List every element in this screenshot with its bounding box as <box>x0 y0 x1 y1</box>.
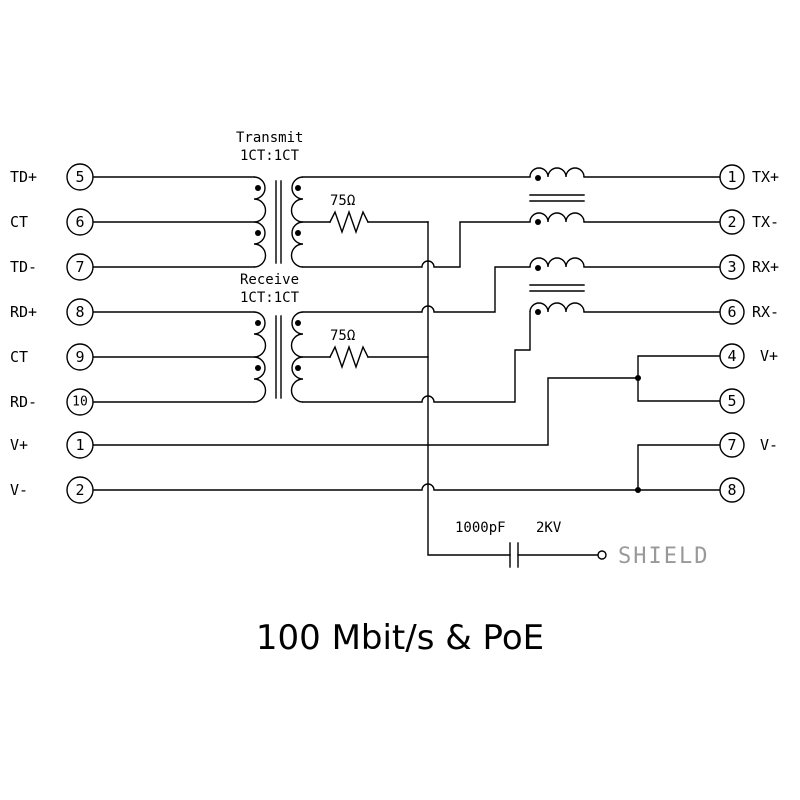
left-pin-circle <box>66 298 94 326</box>
diagram-caption: 100 Mbit/s & PoE <box>255 618 545 658</box>
left-pin-signal: TD+ <box>10 168 37 186</box>
left-pin-circle <box>66 388 94 416</box>
receive-ratio: 1CT:1CT <box>240 290 300 306</box>
right-pin-signal: RX- <box>752 303 779 321</box>
right-pin-circle <box>719 209 745 235</box>
receive-label: Receive <box>240 272 299 288</box>
right-pin-number: 6 <box>727 303 736 321</box>
capacitor-voltage: 2KV <box>536 520 562 536</box>
left-pin-circle <box>66 476 94 504</box>
left-pin-number: 8 <box>75 303 84 321</box>
right-pin-tx-plus: 1 TX+ <box>719 164 779 190</box>
shield-label: SHIELD <box>618 544 709 569</box>
right-pin-signal: TX+ <box>752 168 779 186</box>
transmit-transformer <box>253 176 304 268</box>
left-pin-number: 6 <box>75 213 84 231</box>
right-pin-5: 5 <box>719 388 745 414</box>
left-pin-signal: TD- <box>10 258 37 276</box>
right-pin-tx-minus: 2 TX- <box>719 209 779 235</box>
right-pin-circle <box>719 388 745 414</box>
right-pin-v-plus: 4 V+ <box>719 343 778 369</box>
left-pin-number: 5 <box>75 168 84 186</box>
left-pin-signal: CT <box>10 348 28 366</box>
left-pin-group: TD+ 5 CT 6 TD- 7 RD+ 8 CT 9 RD- 10 <box>10 163 94 504</box>
left-pin-circle <box>66 208 94 236</box>
left-pin-circle <box>66 343 94 371</box>
left-pin-number: 2 <box>75 481 84 499</box>
capacitor-value: 1000pF <box>455 520 506 536</box>
left-pin-ct-receive: CT 9 <box>10 343 94 371</box>
right-pin-signal: RX+ <box>752 258 779 276</box>
right-pin-signal: V- <box>760 436 778 454</box>
transmit-ratio: 1CT:1CT <box>240 148 300 164</box>
left-pin-ct-transmit: CT 6 <box>10 208 94 236</box>
left-pin-signal: CT <box>10 213 28 231</box>
right-pin-circle <box>719 343 745 369</box>
left-pin-signal: RD- <box>10 393 37 411</box>
left-pin-signal: RD+ <box>10 303 37 321</box>
left-pin-td-plus: TD+ 5 <box>10 163 94 191</box>
left-pin-circle <box>66 253 94 281</box>
left-pin-rd-plus: RD+ 8 <box>10 298 94 326</box>
transmit-label: Transmit <box>236 130 303 146</box>
right-pin-v-minus: 7 V- <box>719 432 778 458</box>
right-pin-number: 1 <box>727 168 736 186</box>
right-pin-rx-minus: 6 RX- <box>719 299 779 325</box>
left-pin-v-minus: V- 2 <box>10 476 94 504</box>
left-pin-signal: V- <box>10 481 28 499</box>
left-pin-v-plus: V+ 1 <box>10 431 94 459</box>
left-pin-number: 10 <box>72 395 88 410</box>
left-pin-td-minus: TD- 7 <box>10 253 94 281</box>
right-pin-number: 7 <box>727 436 736 454</box>
right-pin-signal: TX- <box>752 213 779 231</box>
right-pin-circle <box>719 299 745 325</box>
right-pin-group: 1 TX+ 2 TX- 3 RX+ 6 RX- 4 V+ 5 7 <box>719 164 779 503</box>
right-pin-signal: V+ <box>760 347 778 365</box>
right-pin-number: 3 <box>727 258 736 276</box>
resistor-label-receive: 75Ω <box>330 328 355 344</box>
right-pin-circle <box>719 477 745 503</box>
right-pin-number: 5 <box>727 392 736 410</box>
right-pin-number: 4 <box>727 347 736 365</box>
right-pin-circle <box>719 432 745 458</box>
receive-transformer <box>253 311 304 403</box>
right-pin-circle <box>719 164 745 190</box>
right-pin-circle <box>719 254 745 280</box>
left-pin-signal: V+ <box>10 436 28 454</box>
left-wiring <box>92 176 721 491</box>
left-pin-circle <box>66 163 94 191</box>
left-pin-rd-minus: RD- 10 <box>10 388 94 416</box>
left-pin-number: 9 <box>75 348 84 366</box>
left-pin-circle <box>66 431 94 459</box>
left-pin-number: 1 <box>75 436 84 454</box>
right-pin-rx-plus: 3 RX+ <box>719 254 779 280</box>
right-pin-8: 8 <box>719 477 745 503</box>
left-pin-number: 7 <box>75 258 84 276</box>
resistor-label-transmit: 75Ω <box>330 193 355 209</box>
right-pin-number: 2 <box>727 213 736 231</box>
secondary-wiring <box>302 167 721 568</box>
right-pin-number: 8 <box>727 481 736 499</box>
